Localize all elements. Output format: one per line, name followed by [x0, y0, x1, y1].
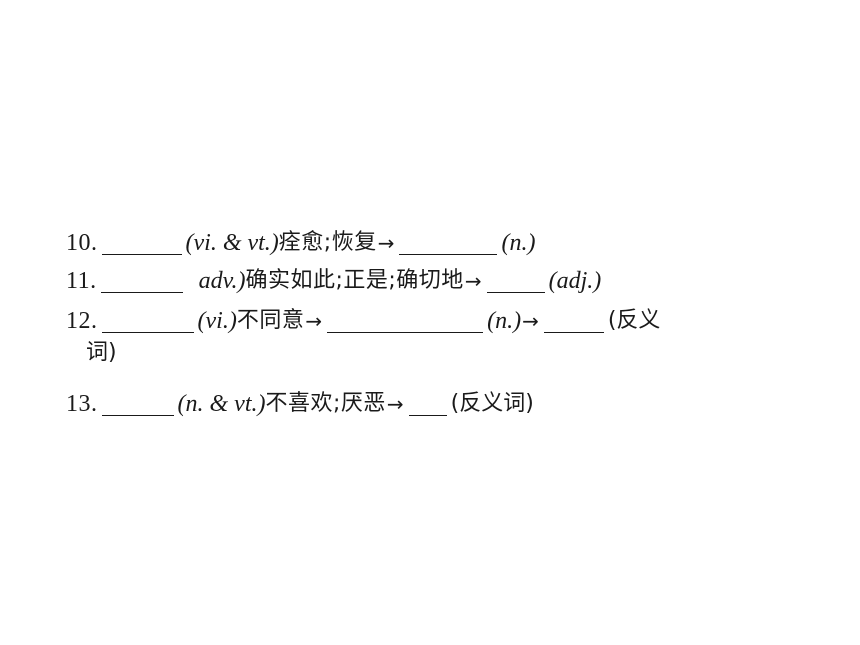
- arrow-icon: →: [386, 392, 404, 416]
- item-number: 11.: [66, 268, 97, 294]
- part-of-speech: adv.): [198, 268, 246, 294]
- arrow-icon: →: [522, 309, 539, 333]
- item-number: 12.: [66, 308, 98, 334]
- part-of-speech: (vi.): [197, 308, 237, 334]
- arrow-icon: →: [464, 269, 482, 293]
- item-number: 13.: [66, 391, 98, 417]
- arrow-icon: →: [305, 309, 323, 333]
- answer-blank-1[interactable]: [101, 308, 194, 333]
- chinese-meaning: 不喜欢;厌恶: [265, 391, 386, 416]
- derived-part-of-speech: (n.): [487, 308, 522, 334]
- antonym-note: (反义: [607, 308, 661, 333]
- answer-blank-1[interactable]: [101, 391, 174, 416]
- part-of-speech: (n. & vt.): [177, 391, 266, 417]
- part-of-speech: (vi. & vt.): [185, 230, 279, 256]
- answer-blank-2[interactable]: [486, 268, 545, 293]
- item-number: 10.: [66, 230, 98, 256]
- derived-part-of-speech: (n.): [501, 230, 536, 256]
- answer-blank-3[interactable]: [543, 308, 604, 333]
- answer-blank-1[interactable]: [100, 268, 183, 293]
- answer-blank-2[interactable]: [327, 308, 484, 333]
- antonym-note-continued: 词): [86, 340, 117, 365]
- chinese-meaning: 不同意: [236, 308, 305, 333]
- chinese-meaning: 确实如此;正是;确切地: [245, 268, 464, 293]
- exercise-item-11: 11. adv.) 确实如此;正是;确切地 → (adj.): [66, 260, 601, 296]
- exercise-item-13: 13. (n. & vt.) 不喜欢;厌恶 → (反义词): [66, 383, 534, 419]
- answer-blank-2[interactable]: [399, 230, 498, 255]
- chinese-meaning: 痊愈;恢复: [278, 230, 377, 255]
- derived-part-of-speech: (adj.): [548, 268, 602, 294]
- exercise-item-10: 10. (vi. & vt.) 痊愈;恢复 → (n.): [66, 222, 535, 258]
- answer-blank-1[interactable]: [101, 230, 182, 255]
- antonym-note: (反义词): [450, 391, 534, 416]
- exercise-item-12: 12. (vi.) 不同意 → (n.) → (反义: [66, 300, 660, 336]
- answer-blank-2[interactable]: [408, 391, 447, 416]
- arrow-icon: →: [377, 231, 395, 255]
